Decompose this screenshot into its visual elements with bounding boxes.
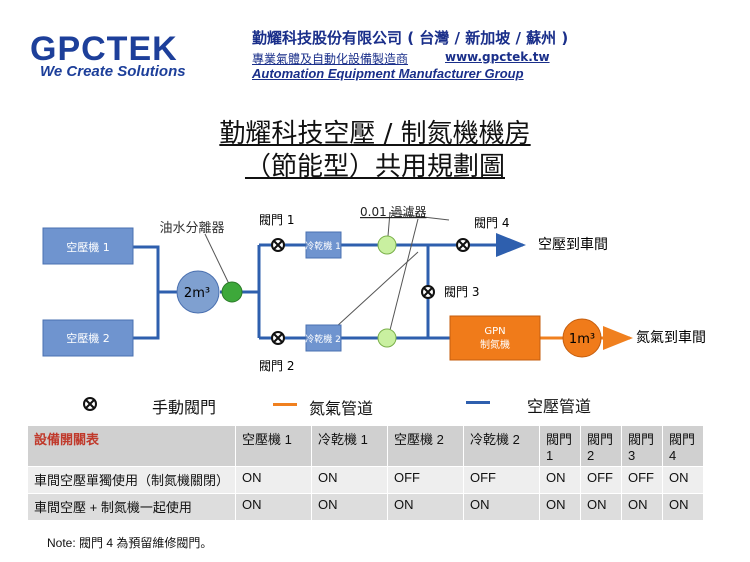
separator-label: 油水分離器 [159,221,224,236]
page-title-line1: 勤耀科技空壓 / 制氮機機房 [219,119,531,149]
nitrogen-pipe-swatch [273,403,297,406]
filter-2-icon [377,328,397,348]
table-header-cell: 閥門 3 [621,425,663,467]
gpn-label: GPN [484,326,505,337]
table-cell: ON [235,493,312,521]
valve-1-icon[interactable] [271,238,285,252]
table-cell: OFF [387,466,464,494]
table-header-cell: 空壓機 1 [235,425,312,467]
footnote: Note: 閥門 4 為預留維修閥門。 [47,536,213,550]
nitrogen-tank-label: 1m³ [569,332,595,347]
page-title-line2: （節能型）共用規劃圖 [244,152,505,182]
air-outlet-label: 空壓到車間 [538,236,608,253]
company-group: Automation Equipment Manufacturer Group [252,66,524,81]
manual-valve-icon [83,397,97,411]
table-cell: ON [539,493,581,521]
table-cell: OFF [621,466,663,494]
legend-nitrogen-pipe-label: 氮氣管道 [309,399,374,418]
valve-3-icon[interactable] [421,285,435,299]
air-tank-label: 2m³ [184,286,210,301]
table-cell: ON [387,493,464,521]
table-row: 車間空壓 + 制氮機一起使用 ON ON ON ON ON ON ON ON [27,493,704,521]
table-header-cell: 閥門 1 [539,425,581,467]
separator-icon [221,281,243,303]
valve-4-icon[interactable] [456,238,470,252]
legend: 手動閥門 氮氣管道 空壓管道 [0,390,750,420]
nitrogen-generator-label: 制氮機 [480,338,510,351]
table-header-row: 設備開關表 空壓機 1 冷乾機 1 空壓機 2 冷乾機 2 閥門 1 閥門 2 … [27,425,704,467]
dryer-2-label: 冷乾機 2 [305,333,341,345]
dryer-1-box [305,231,342,259]
table-header-cell: 設備開關表 [27,425,236,467]
filter-label: 0.01 過濾器 [360,204,427,219]
valve-4-label: 閥門 4 [474,216,509,230]
air-tank [176,270,220,314]
logo-slogan: We Create Solutions [40,63,186,80]
valve-2-icon[interactable] [271,331,285,345]
company-tagline: 專業氣體及自動化設備製造商 [252,52,409,66]
compressor-2-label: 空壓機 2 [66,331,110,345]
legend-air-pipe-label: 空壓管道 [527,397,592,416]
table-row: 車間空壓單獨使用（制氮機關閉） ON ON OFF OFF ON OFF OFF… [27,466,704,494]
table-header-cell: 閥門 4 [662,425,704,467]
table-cell: OFF [580,466,622,494]
compressor-1-box [42,227,134,265]
nitrogen-tank [562,318,602,358]
table-cell: ON [662,466,704,494]
company-name: 勤耀科技股份有限公司 ( 台灣 / 新加坡 / 蘇州 ) [252,29,569,47]
table-cell: OFF [463,466,540,494]
table-cell: ON [662,493,704,521]
legend-manual-valve-label: 手動閥門 [152,398,217,417]
table-cell: ON [235,466,312,494]
table-header-cell: 閥門 2 [580,425,622,467]
table-header-cell: 冷乾機 2 [463,425,540,467]
table-cell: ON [311,466,388,494]
filter-1-icon [377,235,397,255]
nitrogen-outlet-label: 氮氣到車間 [636,329,706,346]
company-logo: GPCTEK [30,30,178,68]
dryer-2-box [305,324,342,352]
table-cell: 車間空壓單獨使用（制氮機關閉） [27,466,236,494]
table-cell: ON [463,493,540,521]
table-header-cell: 冷乾機 1 [311,425,388,467]
table-cell: ON [311,493,388,521]
filter-connector [335,251,419,328]
table-cell: ON [580,493,622,521]
website-link[interactable]: www.gpctek.tw [445,50,550,64]
table-cell: ON [539,466,581,494]
nitrogen-generator-box [449,315,541,361]
valve-2-label: 閥門 2 [259,359,294,373]
dryer-1-label: 冷乾機 1 [305,240,341,252]
valve-3-label: 閥門 3 [444,285,479,299]
valve-1-label: 閥門 1 [259,213,294,227]
piping-diagram: 空壓機 1 空壓機 2 2m³ 油水分離器 冷乾機 1 冷乾機 2 0.01 過… [42,204,706,373]
air-pipe-swatch [466,401,490,404]
table-cell: 車間空壓 + 制氮機一起使用 [27,493,236,521]
table-header-cell: 空壓機 2 [387,425,464,467]
equipment-switch-table: 設備開關表 空壓機 1 冷乾機 1 空壓機 2 冷乾機 2 閥門 1 閥門 2 … [27,425,704,521]
compressor-2-box [42,319,134,357]
table-cell: ON [621,493,663,521]
compressor-1-label: 空壓機 1 [66,240,110,254]
